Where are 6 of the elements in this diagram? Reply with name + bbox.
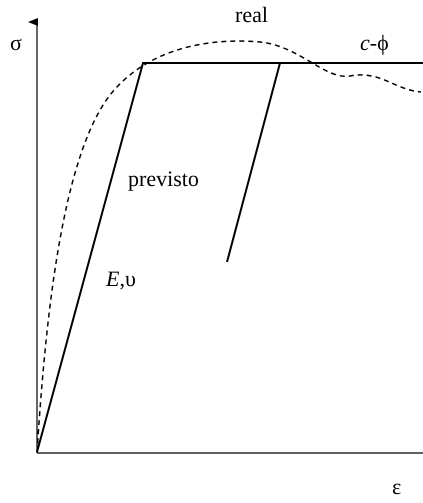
curve-label: E,υ (106, 268, 136, 290)
curve-label: real (235, 4, 268, 26)
curve-label: previsto (128, 168, 199, 190)
axis-label: σ (10, 32, 22, 54)
axis-label: ε (392, 476, 402, 498)
curve-label: c-ϕ (360, 32, 389, 54)
